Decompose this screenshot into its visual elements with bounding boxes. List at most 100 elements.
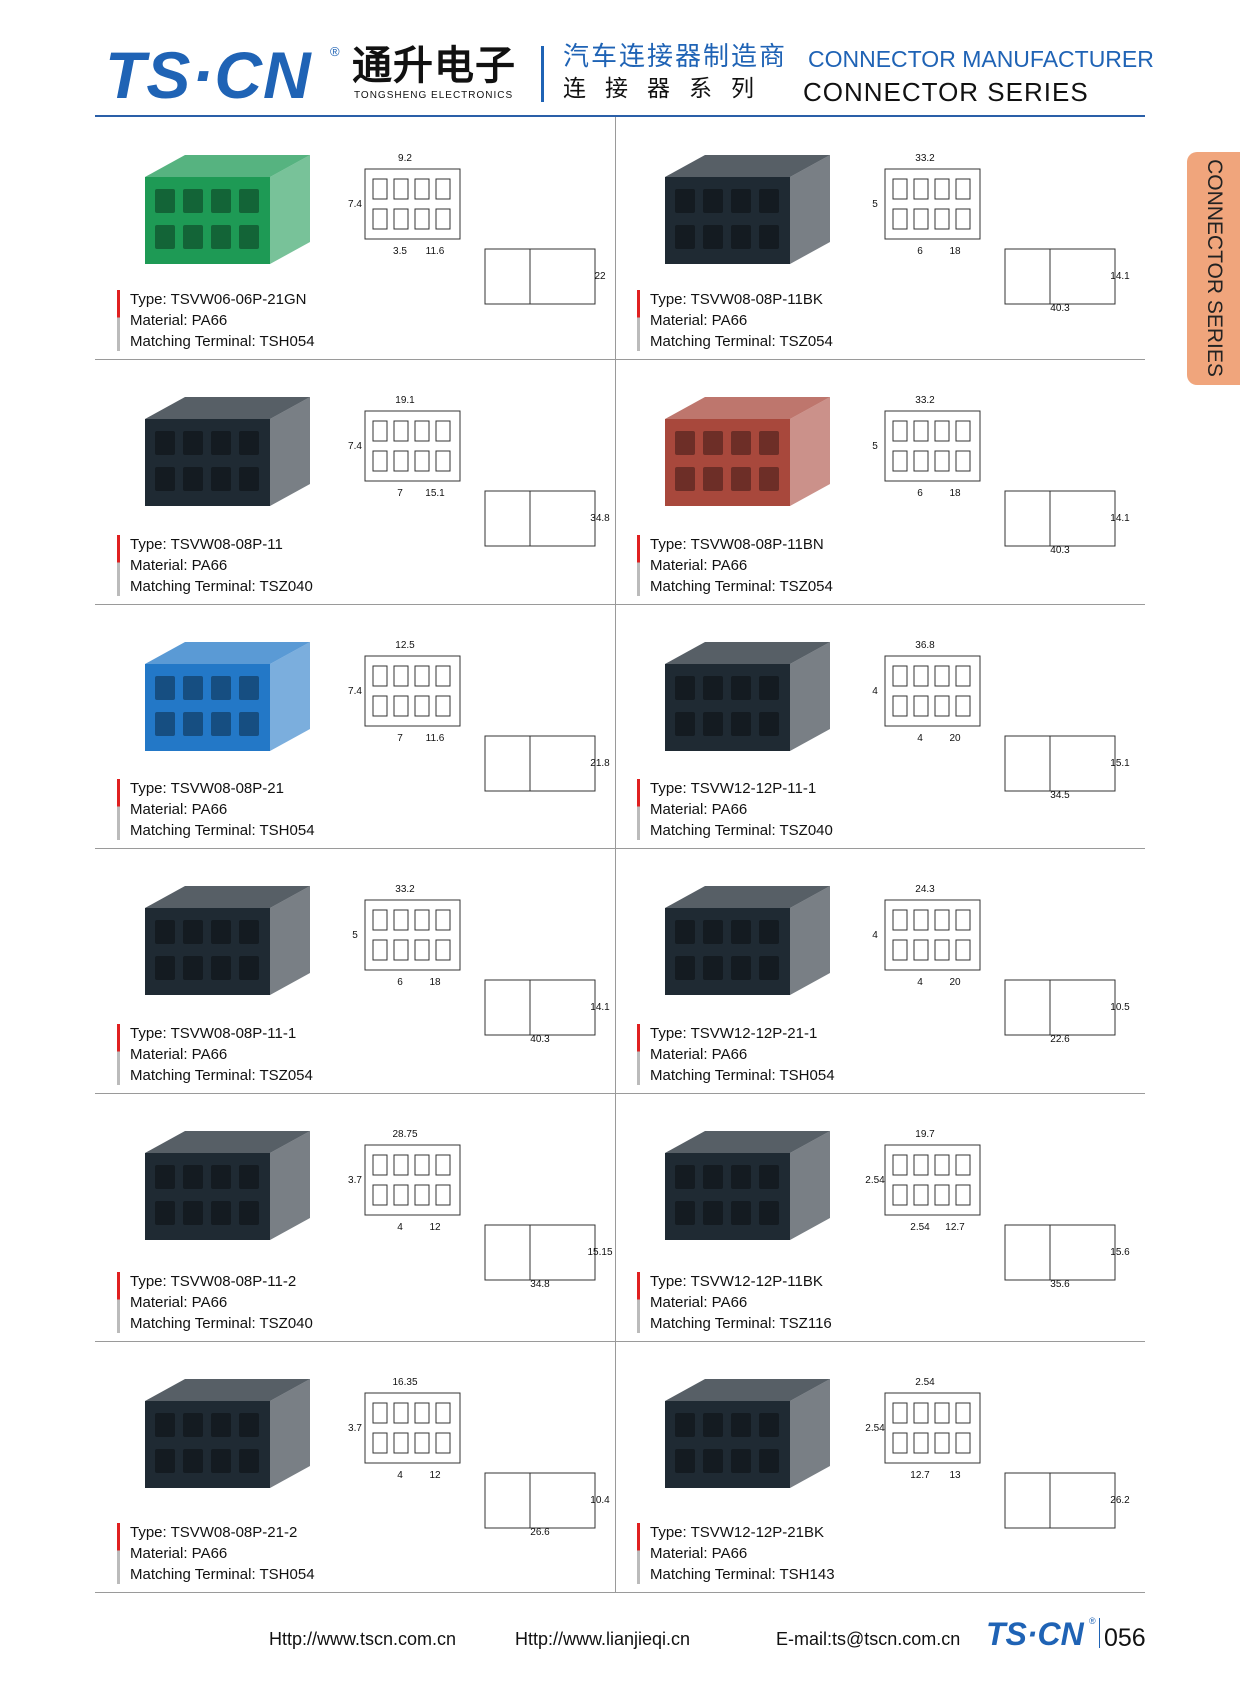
info-accent-bar	[637, 1024, 640, 1085]
dimension-label: 11.6	[426, 246, 445, 257]
dimension-label: 15.1	[1110, 758, 1130, 769]
connector-photo	[665, 886, 830, 995]
product-material: Material: PA66	[130, 312, 228, 329]
product-type: Type: TSVW08-08P-21	[130, 780, 284, 797]
product-material: Material: PA66	[130, 801, 228, 818]
dimension-label: 12	[429, 1222, 441, 1233]
dimension-label: 3.7	[348, 1175, 362, 1186]
dimension-label: 22	[594, 271, 606, 282]
dimension-label: 15.6	[1110, 1247, 1130, 1258]
dimension-label: 12.7	[945, 1222, 965, 1233]
info-accent-bar	[117, 779, 120, 840]
grid-divider	[95, 848, 1145, 849]
info-accent-bar	[637, 290, 640, 351]
product-material: Material: PA66	[130, 1545, 228, 1562]
title-cn: 汽车连接器制造商	[563, 42, 788, 72]
grid-divider-vertical	[615, 117, 616, 1593]
dimension-label: 10.5	[1110, 1002, 1130, 1013]
footer-divider	[1099, 1618, 1100, 1648]
page-number: 056	[1104, 1624, 1146, 1652]
dimension-label: 2.54	[910, 1222, 930, 1233]
info-accent-bar	[117, 535, 120, 596]
grid-divider	[95, 359, 1145, 360]
product-material: Material: PA66	[650, 557, 748, 574]
product-type: Type: TSVW08-08P-11BK	[650, 291, 823, 308]
product-terminal: Matching Terminal: TSZ040	[130, 578, 313, 595]
product-material: Material: PA66	[130, 1294, 228, 1311]
dimension-label: 34.8	[590, 513, 610, 524]
dimension-label: 14.1	[1110, 513, 1130, 524]
product-type: Type: TSVW12-12P-11BK	[650, 1273, 823, 1290]
connector-photo	[665, 155, 830, 264]
dimension-label: 5	[352, 930, 358, 941]
dimension-label: 24.3	[915, 884, 935, 895]
dimension-label: 4	[397, 1222, 403, 1233]
dimension-label: 18	[949, 488, 961, 499]
product-material: Material: PA66	[650, 1046, 748, 1063]
product-type: Type: TSVW08-08P-11	[130, 536, 283, 553]
dimension-drawing: 28.75 3.7 4 12 15.15 34.8	[348, 1129, 613, 1290]
info-accent-bar	[117, 290, 120, 351]
connector-photo	[145, 155, 310, 264]
dimension-label: 4	[917, 977, 923, 988]
dimension-label: 12.5	[395, 640, 415, 651]
product-material: Material: PA66	[650, 1294, 748, 1311]
connector-photo	[665, 397, 830, 506]
footer-email[interactable]: E-mail:ts@tscn.com.cn	[776, 1629, 961, 1649]
info-accent-bar	[637, 1523, 640, 1584]
dimension-label: 40.3	[1050, 545, 1070, 556]
footer-url-tscn[interactable]: Http://www.tscn.com.cn	[269, 1629, 457, 1649]
dimension-label: 2.54	[865, 1175, 885, 1186]
connector-photo	[665, 1131, 830, 1240]
side-tab-label: CONNECTOR SERIES	[1203, 159, 1226, 377]
dimension-label: 33.2	[395, 884, 415, 895]
dimension-label: 13	[949, 1470, 961, 1481]
dimension-label: 28.75	[392, 1129, 417, 1140]
product-terminal: Matching Terminal: TSZ040	[130, 1315, 313, 1332]
dimension-label: 12	[429, 1470, 441, 1481]
dimension-label: 34.8	[530, 1279, 550, 1290]
product-material: Material: PA66	[130, 557, 228, 574]
info-accent-bar	[117, 1024, 120, 1085]
dimension-label: 21.8	[590, 758, 610, 769]
product-type: Type: TSVW12-12P-11-1	[650, 780, 817, 797]
dimension-label: 7.4	[348, 199, 362, 210]
connector-photo	[145, 886, 310, 995]
dimension-label: 10.4	[590, 1495, 610, 1506]
product-type: Type: TSVW08-08P-11-2	[130, 1273, 297, 1290]
footer-url-lianjieqi[interactable]: Http://www.lianjieqi.cn	[515, 1629, 691, 1649]
dimension-label: 15.15	[587, 1247, 612, 1258]
side-tab: CONNECTOR SERIES	[1187, 152, 1240, 385]
dimension-label: 7	[397, 733, 403, 744]
header-divider	[541, 46, 544, 102]
dimension-label: 20	[949, 977, 961, 988]
dimension-label: 11.6	[426, 733, 445, 744]
dimension-label: 12.7	[910, 1470, 930, 1481]
dimension-label: 4	[917, 733, 923, 744]
connector-photo	[145, 1379, 310, 1488]
info-accent-bar	[117, 1523, 120, 1584]
product-type: Type: TSVW12-12P-21-1	[650, 1025, 818, 1042]
dimension-label: 18	[949, 246, 961, 257]
title-en: CONNECTOR MANUFACTURER	[808, 46, 1154, 72]
product-type: Type: TSVW08-08P-11BN	[650, 536, 824, 553]
dimension-label: 4	[872, 686, 878, 697]
dimension-label: 33.2	[915, 395, 935, 406]
grid-divider	[95, 604, 1145, 605]
